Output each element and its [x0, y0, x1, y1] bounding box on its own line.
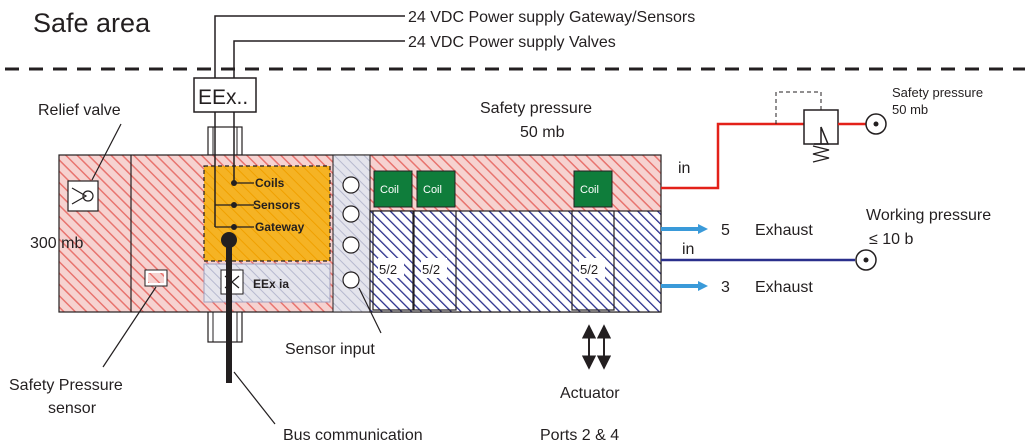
relief-valve-pointer: [91, 123, 122, 181]
working-in-label: in: [682, 241, 694, 258]
eex-ia-label: EEx ia: [253, 277, 289, 291]
sensors-terminal-label: Sensors: [253, 198, 301, 212]
valve-2-label: 5/2: [422, 262, 440, 277]
coil-3-label: Coil: [580, 184, 599, 196]
coil-1: [373, 170, 413, 208]
coil-1-label: Coil: [380, 184, 399, 196]
relief-valve-value: 300 mb: [30, 235, 83, 252]
exhaust-5-label: Exhaust: [755, 222, 813, 239]
regulator-spring: [812, 145, 830, 163]
valve-3-label: 5/2: [580, 262, 598, 277]
safety-pressure-line: [661, 122, 804, 190]
exhaust-3-label: Exhaust: [755, 279, 813, 296]
working-pressure-label: Working pressure: [866, 207, 991, 224]
sensor-input-4: [342, 271, 360, 289]
power-line-gateway: [214, 15, 405, 85]
safety-pressure-sensor-label-1: Safety Pressure: [9, 377, 123, 394]
top-cable-gland: [207, 126, 243, 156]
power-gateway-sensors-label: 24 VDC Power supply Gateway/Sensors: [408, 9, 695, 26]
safety-pressure-sensor-label-2: sensor: [48, 400, 97, 417]
gateway-terminal-label: Gateway: [255, 220, 305, 234]
sensor-input-3: [342, 236, 360, 254]
power-line-valves: [233, 40, 405, 85]
power-valves-label: 24 VDC Power supply Valves: [408, 34, 616, 51]
coils-terminal: [231, 180, 237, 186]
eex-barrier-label: EEx..: [198, 86, 248, 109]
safety-pressure-source-label: Safety pressure: [892, 85, 983, 100]
coil-2: [416, 170, 456, 208]
coils-terminal-label: Coils: [255, 176, 285, 190]
actuator-label: Actuator: [560, 385, 620, 402]
valve-1-label: 5/2: [379, 262, 397, 277]
sensor-input-label: Sensor input: [285, 341, 375, 358]
coil-2-label: Coil: [423, 184, 442, 196]
bottom-cable-gland: [207, 309, 243, 343]
sensor-input-1: [342, 176, 360, 194]
safe-area-title: Safe area: [33, 8, 151, 38]
bus-communication-label: Bus communication: [283, 427, 423, 444]
exhaust-5-number: 5: [721, 222, 730, 239]
working-pressure-value: ≤ 10 b: [869, 231, 913, 248]
gateway-terminal: [231, 224, 237, 230]
safety-pressure-source-value: 50 mb: [892, 102, 928, 117]
sensors-terminal: [231, 202, 237, 208]
sensor-input-2: [342, 205, 360, 223]
relief-valve-label: Relief valve: [38, 102, 121, 119]
safety-pressure-value: 50 mb: [520, 124, 565, 141]
safety-in-label: in: [678, 160, 690, 177]
eex-barrier-box: [193, 77, 257, 113]
safety-pressure-label: Safety pressure: [480, 100, 592, 117]
exhaust-3-number: 3: [721, 279, 730, 296]
coil-3: [573, 170, 613, 208]
actuator-ports-label: Ports 2 & 4: [540, 427, 619, 444]
